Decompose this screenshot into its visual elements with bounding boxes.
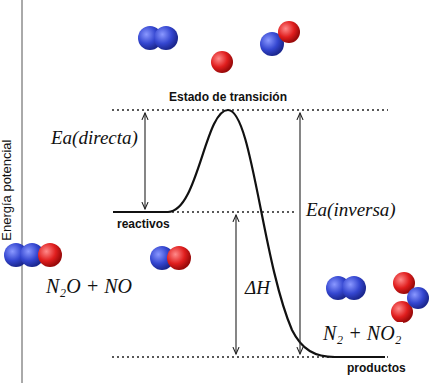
reactant-molecules bbox=[4, 243, 191, 270]
transition-molecules bbox=[138, 21, 300, 73]
energy-axis bbox=[22, 0, 23, 383]
energy-arrows bbox=[145, 113, 300, 354]
level-lines bbox=[112, 110, 388, 357]
state-label: productos bbox=[346, 362, 407, 375]
equation-label: N₂ + NO₂ bbox=[322, 322, 403, 344]
energy-label: Ea(inversa) bbox=[305, 200, 397, 221]
energy-label: Ea(directa) bbox=[50, 128, 139, 149]
energy-curve bbox=[113, 110, 385, 357]
equation-label: N₂O + NO bbox=[45, 275, 133, 297]
state-label: reactivos bbox=[116, 218, 171, 231]
product-molecules bbox=[326, 272, 429, 323]
energy-label: ΔH bbox=[244, 278, 271, 299]
state-label: Estado de transición bbox=[168, 91, 288, 104]
axis-title: Energía potencial bbox=[1, 138, 15, 241]
